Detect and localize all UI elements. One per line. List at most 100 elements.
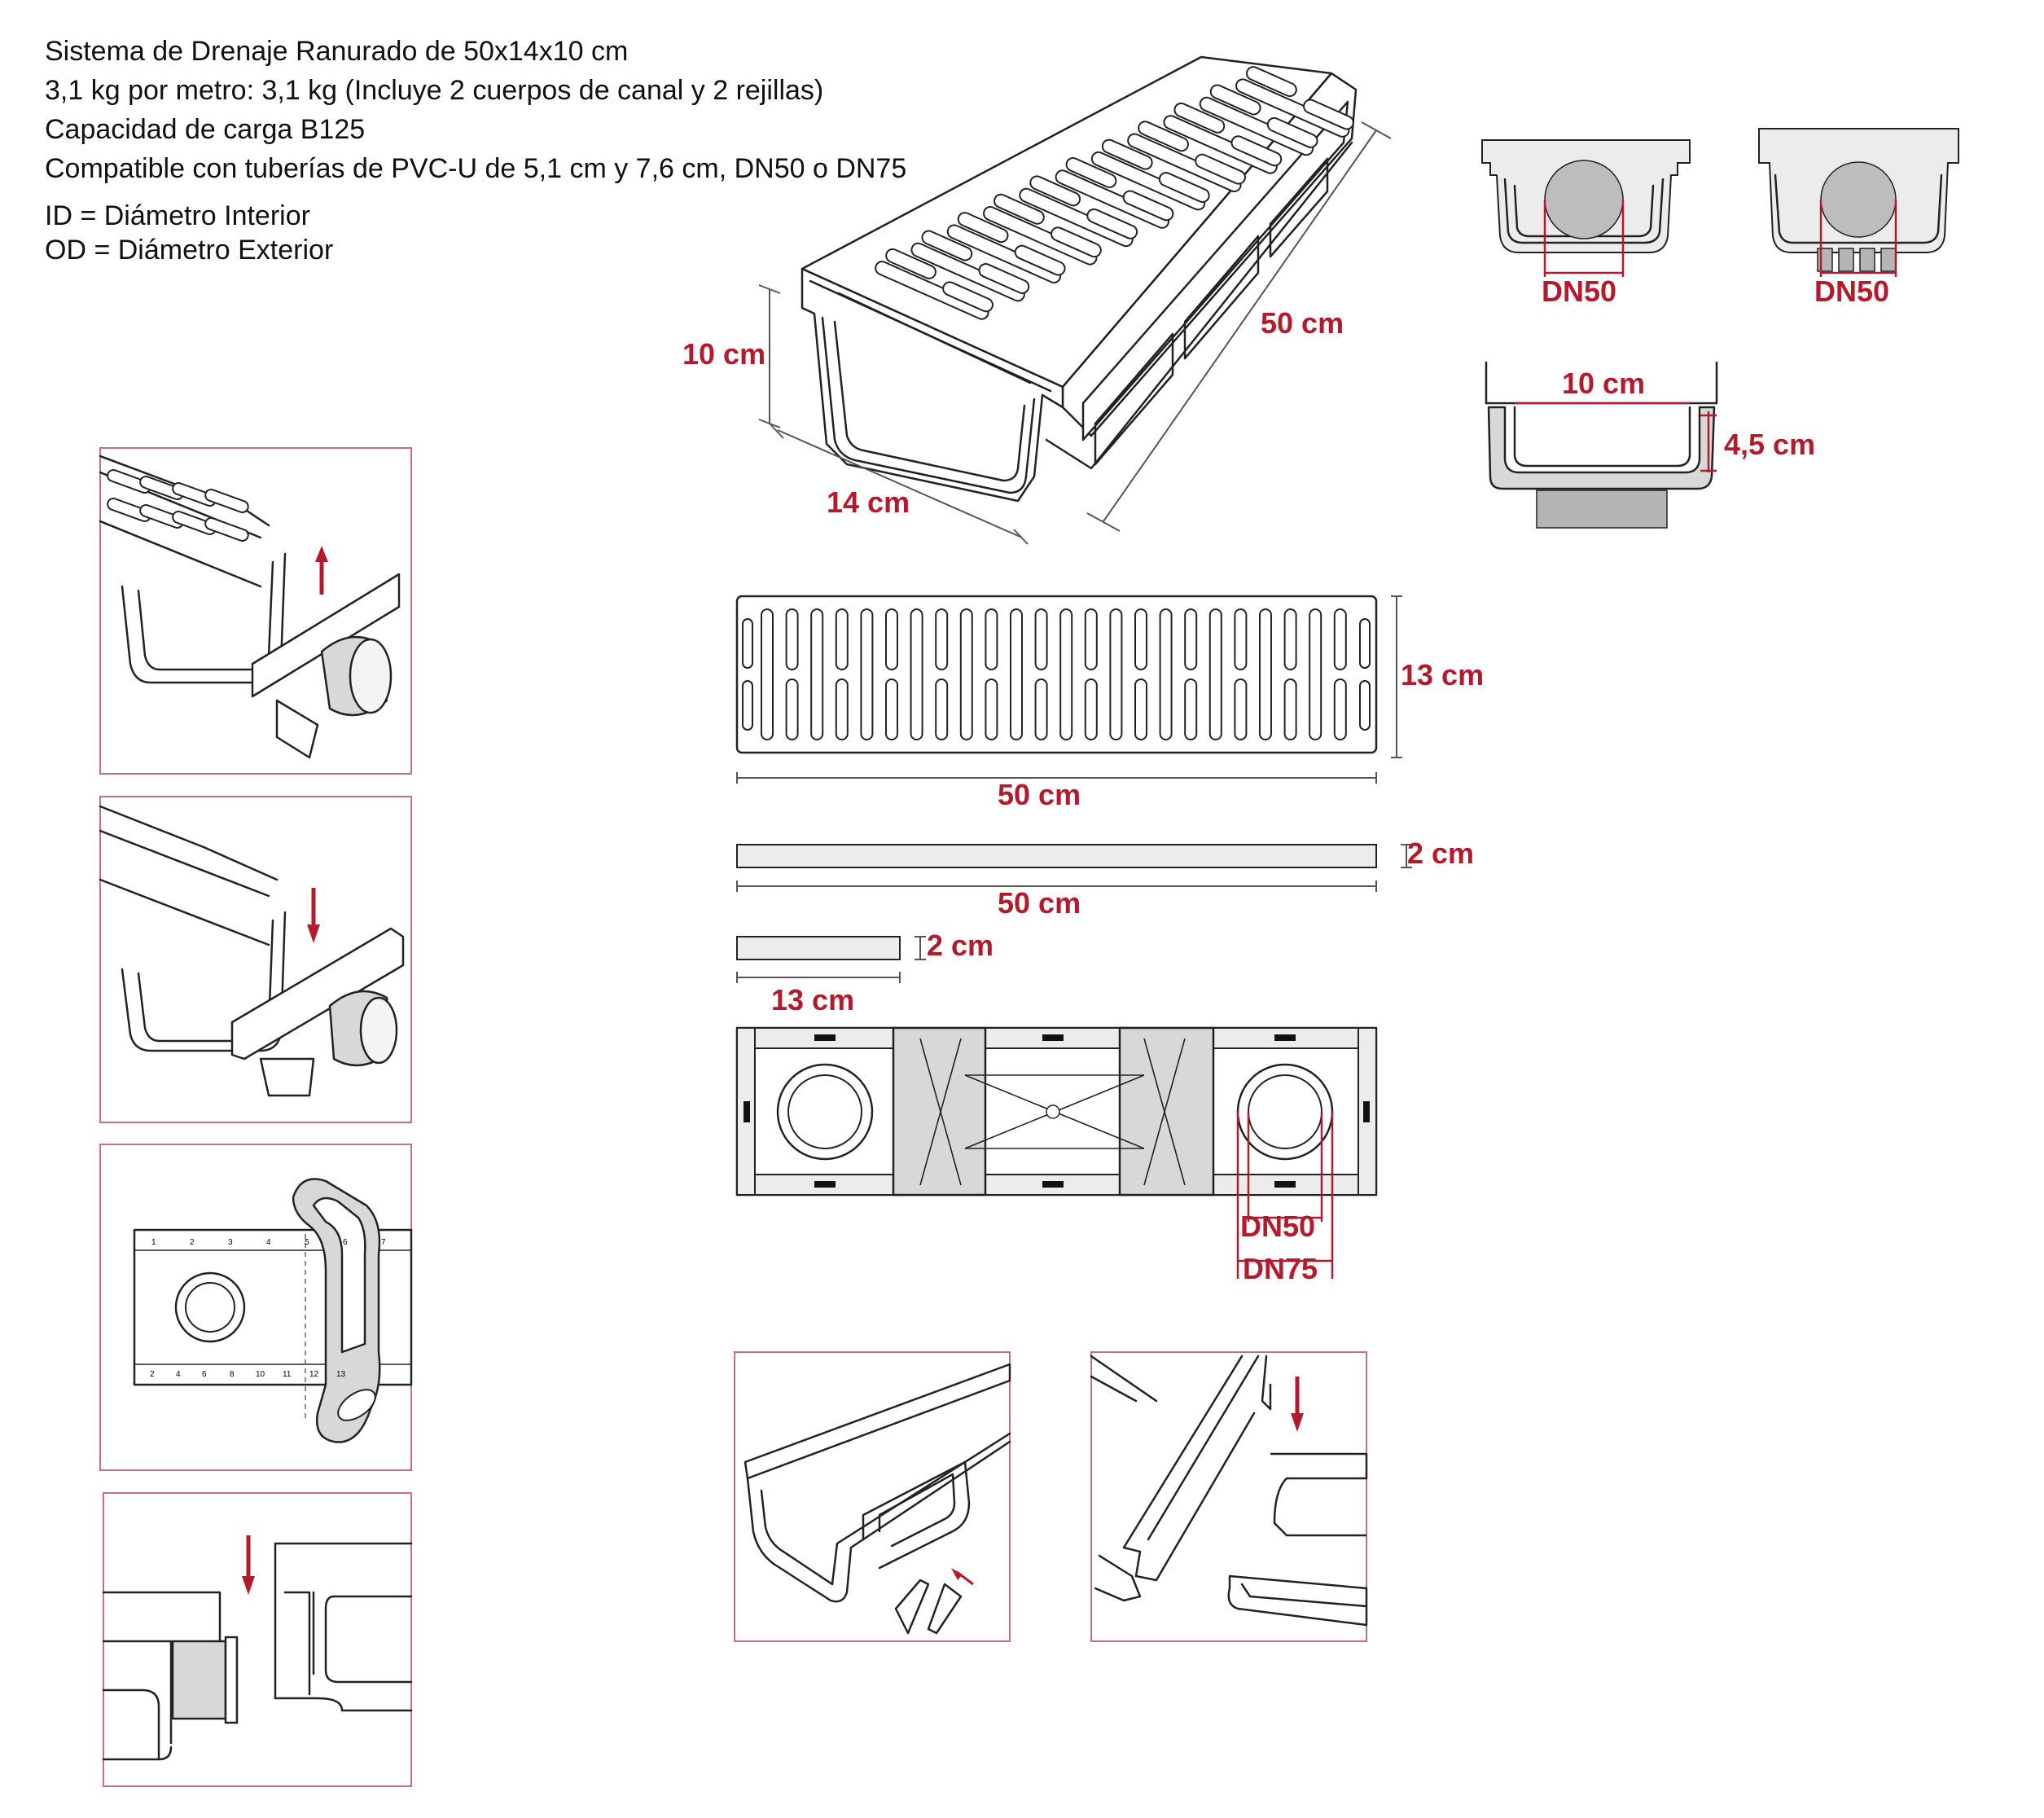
iso-grate-slot bbox=[993, 193, 1045, 225]
grate-slot-short bbox=[1184, 608, 1198, 670]
iso-grate-slot bbox=[1051, 226, 1102, 258]
dim-bar-length-label: 50 cm bbox=[998, 886, 1081, 920]
grate-slot-short bbox=[1034, 608, 1048, 670]
grate-slot-short bbox=[1333, 608, 1347, 670]
dim-bottom-dn50-label: DN50 bbox=[1240, 1210, 1316, 1243]
step-panel-2 bbox=[99, 796, 412, 1123]
grate-slot-short bbox=[785, 678, 799, 740]
iso-grate-slot bbox=[1086, 208, 1138, 239]
ruler-tick: 3 bbox=[228, 1238, 233, 1247]
grate-slot-short bbox=[1283, 678, 1297, 740]
grate-slot-long bbox=[959, 608, 973, 740]
spec-weight: 3,1 kg por metro: 3,1 kg (Incluye 2 cuer… bbox=[45, 75, 824, 106]
grate-slot-short bbox=[985, 678, 998, 740]
ruler-tick: 7 bbox=[381, 1238, 386, 1247]
ruler-tick: 2 bbox=[150, 1370, 155, 1379]
grate-slot-long bbox=[1259, 608, 1272, 740]
dim-width-label: 14 cm bbox=[827, 485, 910, 519]
dim-grate-length-label: 50 cm bbox=[998, 778, 1081, 811]
dim-cap-length-label: 13 cm bbox=[771, 983, 855, 1017]
grate-slot-short bbox=[835, 678, 849, 740]
dim-grate-height-label: 13 cm bbox=[1401, 658, 1485, 692]
grate-slot-long bbox=[1109, 608, 1123, 740]
iso-grate-slot bbox=[1158, 172, 1210, 204]
profile-view bbox=[1485, 361, 1718, 529]
spec-title: Sistema de Drenaje Ranurado de 50x14x10 … bbox=[45, 36, 629, 67]
dim-length-label: 50 cm bbox=[1261, 306, 1344, 340]
iso-grate-slot bbox=[1122, 190, 1174, 222]
ruler-tick: 13 bbox=[336, 1370, 346, 1379]
iso-grate-slot bbox=[910, 242, 1025, 302]
ruler-top-ticks: 1 2 3 4 5 6 7 bbox=[151, 1238, 386, 1247]
iso-grate-slot bbox=[1235, 78, 1350, 138]
ruler-bottom-ticks: 2 4 6 8 10 11 12 13 bbox=[150, 1370, 346, 1379]
end-cap-side-view bbox=[736, 936, 926, 983]
grate-top-view bbox=[735, 595, 1402, 784]
grate-slot-long bbox=[910, 608, 923, 740]
dim-inner-width-label: 10 cm bbox=[1562, 367, 1646, 400]
iso-grate-slot bbox=[1266, 116, 1318, 148]
grate-end-slot bbox=[742, 618, 753, 669]
grate-slot-short bbox=[885, 608, 898, 670]
iso-grate-slot bbox=[1101, 138, 1153, 170]
grate-slot-short bbox=[1084, 678, 1098, 740]
grate-slot-short bbox=[935, 608, 949, 670]
iso-grate-slot bbox=[1019, 187, 1134, 248]
iso-grate-slot bbox=[942, 281, 993, 313]
iso-grate-slot bbox=[885, 248, 936, 279]
iso-grate-slot bbox=[978, 262, 1030, 294]
ruler-tick: 1 bbox=[151, 1238, 156, 1247]
ruler-tick: 2 bbox=[190, 1238, 195, 1247]
iso-grate-slot bbox=[1138, 121, 1189, 152]
iso-grate-slot bbox=[1195, 153, 1246, 185]
dim-height-label: 10 cm bbox=[682, 337, 766, 371]
dim-bar-thickness-label: 2 cm bbox=[1407, 837, 1475, 870]
ruler-tick: 4 bbox=[176, 1370, 181, 1379]
grate-slot-short bbox=[985, 608, 998, 670]
grate-slot-short bbox=[1184, 678, 1198, 740]
iso-grate-slot bbox=[1303, 99, 1354, 130]
grate-slot-short bbox=[1034, 678, 1048, 740]
dim-outlet-a-label: DN50 bbox=[1542, 274, 1617, 308]
grate-slot-short bbox=[885, 678, 898, 740]
grate-end-slot bbox=[1359, 618, 1371, 669]
grate-slot-short bbox=[935, 678, 949, 740]
ruler-tick: 6 bbox=[343, 1238, 348, 1247]
ruler-tick: 11 bbox=[283, 1370, 292, 1379]
ruler-tick: 6 bbox=[202, 1370, 207, 1379]
step-panel-1 bbox=[99, 447, 412, 775]
grate-slot-long bbox=[1010, 608, 1023, 740]
grate-slot-short bbox=[1283, 608, 1297, 670]
spec-id-definition: ID = Diámetro Interior bbox=[45, 200, 310, 231]
ruler-tick: 5 bbox=[305, 1238, 309, 1247]
grate-slot-long bbox=[860, 608, 874, 740]
spec-compatibility: Compatible con tuberías de PVC-U de 5,1 … bbox=[45, 153, 907, 184]
panel-grate-slot bbox=[204, 488, 249, 513]
iso-grate-slot bbox=[1199, 96, 1314, 156]
step-panel-5 bbox=[734, 1351, 1011, 1642]
grate-slot-long bbox=[1059, 608, 1073, 740]
grate-slot-long bbox=[1208, 608, 1222, 740]
step-panel-6 bbox=[1090, 1351, 1368, 1642]
iso-grate-slot bbox=[1090, 151, 1206, 211]
ruler-tick: 12 bbox=[309, 1370, 319, 1379]
iso-grate-slot bbox=[921, 230, 973, 261]
step-panel-3: 1 2 3 4 5 6 7 2 4 6 8 10 11 12 13 bbox=[99, 1144, 413, 1471]
grate-slot-long bbox=[761, 608, 774, 740]
panel-grate-slot bbox=[204, 516, 249, 542]
grate-slot-long bbox=[810, 608, 824, 740]
iso-grate-slot bbox=[875, 261, 989, 320]
spec-od-definition: OD = Diámetro Exterior bbox=[45, 235, 334, 266]
dim-bottom-dn75-label: DN75 bbox=[1243, 1252, 1318, 1285]
grate-slot-short bbox=[1234, 678, 1248, 740]
grate-slot-short bbox=[1333, 678, 1347, 740]
grate-slot-short bbox=[835, 608, 849, 670]
channel-isometric-view bbox=[800, 55, 1358, 503]
iso-grate-slot bbox=[1014, 244, 1066, 276]
iso-grate-slot bbox=[1230, 135, 1283, 167]
grate-slot-short bbox=[1134, 678, 1147, 740]
dim-outlet-b-label: DN50 bbox=[1814, 274, 1890, 308]
channel-bottom-view bbox=[735, 1026, 1378, 1279]
isometric-dimension-lines bbox=[758, 121, 1392, 545]
